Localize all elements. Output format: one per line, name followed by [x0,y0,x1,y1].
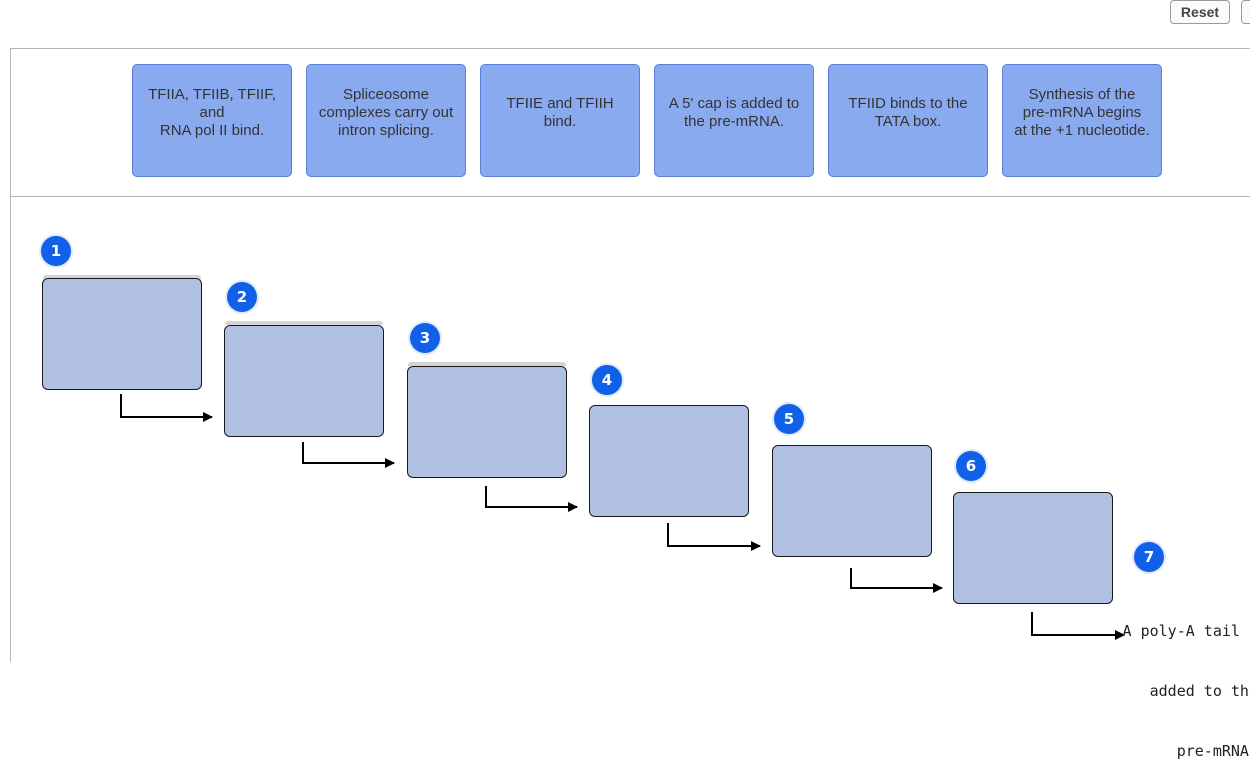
slot-shadow [408,362,566,366]
tile-line: Spliceosome [343,85,429,103]
reset-button[interactable]: Reset [1170,0,1230,24]
final-step-line: added to the [1149,682,1250,700]
step-badge-5: 5 [774,404,804,434]
final-step-line: pre-mRNA. [1176,742,1250,760]
drag-tile-3[interactable]: TFIIE and TFIIH bind. [480,64,640,177]
arrow-1-2 [120,394,213,422]
drop-slot-5[interactable] [772,445,932,557]
drag-tile-5[interactable]: TFIID binds to the TATA box. [828,64,988,177]
step-badge-2: 2 [227,282,257,312]
drop-slot-4[interactable] [589,405,749,517]
bank-bottom-divider [10,196,1250,197]
workspace-left-border [10,48,11,662]
step-badge-4: 4 [592,365,622,395]
flow-arrows [120,394,1125,640]
step-badge-3: 3 [410,323,440,353]
tile-line: TFIID binds to the [848,94,968,112]
arrow-6-7 [1031,612,1125,640]
arrow-4-5 [667,523,761,551]
slot-shadow [43,275,201,279]
final-step-text: A poly-A tail i added to the pre-mRNA. [1118,581,1250,781]
bank-top-divider [10,48,1250,49]
step-badge-6: 6 [956,451,986,481]
tile-line: TFIIA, TFIIB, TFIIF, [148,85,276,103]
tile-line: at the +1 nucleotide. [1014,121,1150,139]
drop-slot-3[interactable] [407,366,567,478]
drop-slot-2[interactable] [224,325,384,437]
arrow-2-3 [302,442,395,468]
drag-tile-4[interactable]: A 5' cap is added to the pre-mRNA. [654,64,814,177]
slot-shadow [225,321,383,325]
drag-tile-2[interactable]: Spliceosome complexes carry out intron s… [306,64,466,177]
drop-slot-1[interactable] [42,278,202,390]
arrow-5-6 [850,568,943,593]
tile-line: A 5' cap is added to [668,94,800,112]
tile-line: intron splicing. [338,121,434,139]
drag-tile-1[interactable]: TFIIA, TFIIB, TFIIF, and RNA pol II bind… [132,64,292,177]
tile-line: bind. [543,112,577,130]
tile-line: and [199,103,225,121]
tile-line: TFIIE and TFIIH [506,94,614,112]
tile-line: complexes carry out [318,103,454,121]
drop-slot-6[interactable] [953,492,1113,604]
tile-line: pre-mRNA begins [1022,103,1142,121]
final-step-line: A poly-A tail i [1122,622,1250,640]
drag-tile-6[interactable]: Synthesis of the pre-mRNA begins at the … [1002,64,1162,177]
tile-line: the pre-mRNA. [683,112,785,130]
step-badge-7: 7 [1134,542,1164,572]
toolbar-button-partial[interactable] [1241,0,1250,24]
tile-line: TATA box. [874,112,942,130]
step-badge-1: 1 [41,236,71,266]
tile-line: RNA pol II bind. [159,121,265,139]
arrow-3-4 [485,486,578,512]
tile-line: Synthesis of the [1028,85,1136,103]
